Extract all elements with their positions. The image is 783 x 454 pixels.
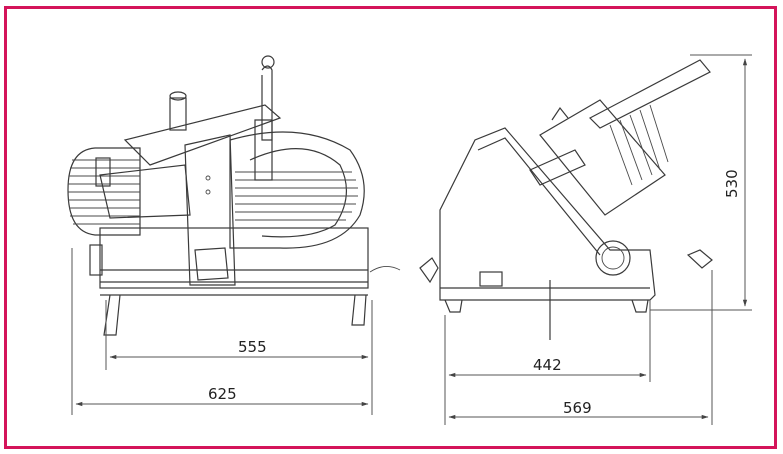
- front-view-machine: [67, 55, 401, 336]
- dim-label-625: 625: [208, 385, 237, 403]
- dim-label-569: 569: [563, 399, 592, 417]
- dim-label-530: 530: [723, 169, 741, 198]
- blade-guard: [229, 131, 365, 249]
- carriage-arm: [123, 55, 282, 181]
- front-dimensions: [71, 248, 373, 415]
- center-plate: [99, 134, 236, 286]
- drawing-frame: [4, 6, 777, 449]
- base-frame: [89, 227, 401, 336]
- dim-label-555: 555: [238, 338, 267, 356]
- side-feet: [419, 249, 713, 340]
- dim-label-442: 442: [533, 356, 562, 374]
- side-slanted-carriage: [529, 59, 711, 216]
- side-view-machine: [419, 59, 713, 340]
- side-body: [439, 127, 656, 301]
- side-dimensions: [444, 54, 752, 425]
